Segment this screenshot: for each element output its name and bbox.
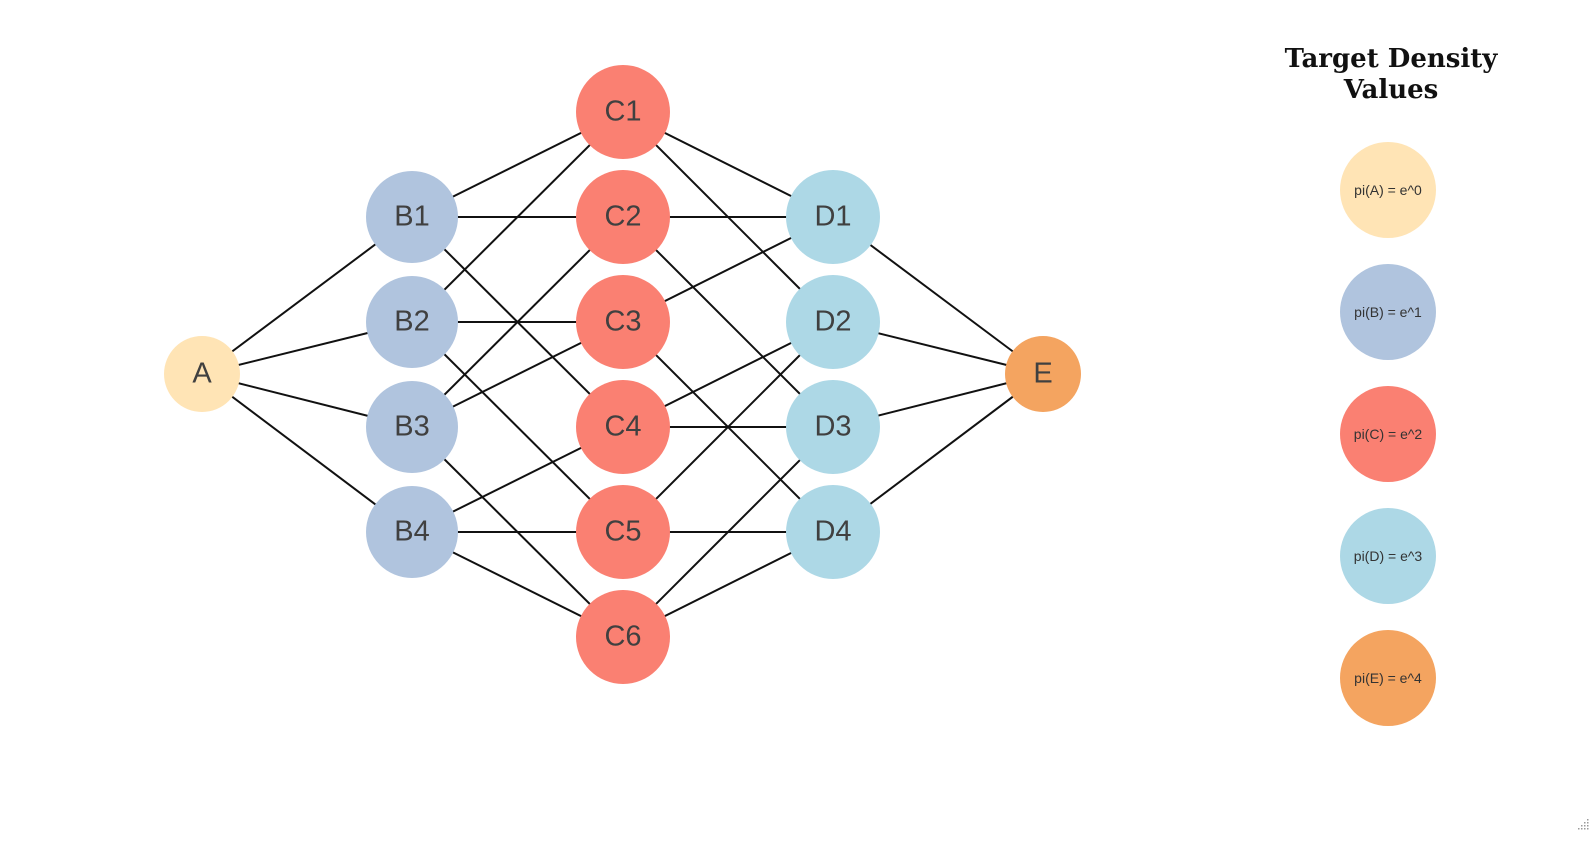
legend-item-A: pi(A) = e^0 (1340, 142, 1436, 238)
node-A[interactable]: A (164, 336, 240, 412)
node-D4[interactable]: D4 (786, 485, 880, 579)
edge-B2-C5 (411, 321, 624, 533)
node-B2[interactable]: B2 (366, 276, 458, 368)
node-circle-B4 (366, 486, 458, 578)
node-C1[interactable]: C1 (576, 65, 670, 159)
node-circle-C5 (576, 485, 670, 579)
node-circle-C1 (576, 65, 670, 159)
node-circle-C4 (576, 380, 670, 474)
legend-item-C: pi(C) = e^2 (1340, 386, 1436, 482)
legend-title-line2: Values (1343, 75, 1439, 105)
node-label-A: A (192, 358, 212, 390)
legend-item-E: pi(E) = e^4 (1340, 630, 1436, 726)
node-label-C2: C2 (604, 201, 641, 233)
node-label-C3: C3 (604, 306, 641, 338)
resize-grip-icon[interactable] (1576, 818, 1590, 832)
node-C6[interactable]: C6 (576, 590, 670, 684)
node-label-B1: B1 (394, 201, 429, 233)
edge-C2-D3 (622, 216, 834, 428)
node-D1[interactable]: D1 (786, 170, 880, 264)
node-label-E: E (1033, 358, 1052, 390)
node-B1[interactable]: B1 (366, 171, 458, 263)
node-C5[interactable]: C5 (576, 485, 670, 579)
node-C2[interactable]: C2 (576, 170, 670, 264)
edge-B3-C2 (411, 216, 624, 428)
node-label-C4: C4 (604, 411, 641, 443)
legend-item-D: pi(D) = e^3 (1340, 508, 1436, 604)
node-circle-D4 (786, 485, 880, 579)
legend-title-line1: Target Density (1284, 44, 1498, 74)
node-circle-D2 (786, 275, 880, 369)
node-D2[interactable]: D2 (786, 275, 880, 369)
node-circle-D3 (786, 380, 880, 474)
node-label-D3: D3 (814, 411, 851, 443)
node-E[interactable]: E (1005, 336, 1081, 412)
node-circle-B1 (366, 171, 458, 263)
node-circle-C2 (576, 170, 670, 264)
node-circle-E (1005, 336, 1081, 412)
legend-title: Target Density Values (1266, 44, 1516, 106)
node-label-C5: C5 (604, 516, 641, 548)
edge-C5-D2 (622, 321, 834, 533)
node-label-B2: B2 (394, 306, 429, 338)
node-B4[interactable]: B4 (366, 486, 458, 578)
node-circle-C6 (576, 590, 670, 684)
node-circle-A (164, 336, 240, 412)
node-label-D1: D1 (814, 201, 851, 233)
node-D3[interactable]: D3 (786, 380, 880, 474)
node-label-B4: B4 (394, 516, 429, 548)
node-label-C1: C1 (604, 96, 641, 128)
edge-B2-C1 (411, 111, 624, 323)
node-label-C6: C6 (604, 621, 641, 653)
node-label-D4: D4 (814, 516, 851, 548)
node-label-D2: D2 (814, 306, 851, 338)
legend-item-B: pi(B) = e^1 (1340, 264, 1436, 360)
node-circle-B2 (366, 276, 458, 368)
node-circle-D1 (786, 170, 880, 264)
node-circle-B3 (366, 381, 458, 473)
node-label-B3: B3 (394, 411, 429, 443)
node-circle-C3 (576, 275, 670, 369)
node-B3[interactable]: B3 (366, 381, 458, 473)
node-C4[interactable]: C4 (576, 380, 670, 474)
node-C3[interactable]: C3 (576, 275, 670, 369)
edge-C6-D3 (622, 426, 834, 638)
